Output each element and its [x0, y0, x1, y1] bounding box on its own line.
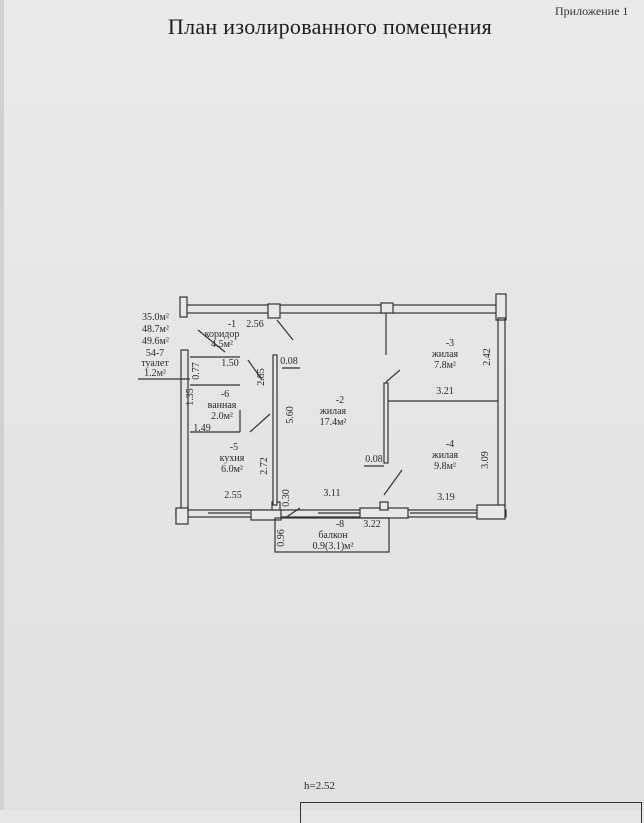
room-toilet-area: 1.2м²	[144, 368, 166, 379]
room-kitchen-number: -5	[229, 442, 239, 453]
dim-0-08-a: 0.08	[280, 356, 298, 367]
room-living-large-area: 17.4м²	[319, 417, 347, 428]
room-kitchen-area: 6.0м²	[221, 464, 243, 475]
wall-left	[180, 349, 189, 513]
dim-3-09: 3.09	[480, 451, 491, 469]
room-living-small-name: жилая	[431, 349, 459, 360]
total-area-3: 49.6м²	[142, 336, 169, 347]
dim-2-42: 2.42	[482, 348, 493, 366]
dim-2-56: 2.56	[246, 319, 264, 330]
dim-0-96: 0.96	[276, 529, 287, 547]
dim-3-22: 3.22	[363, 519, 381, 530]
dim-0-77: 0.77	[191, 362, 202, 380]
room-toilet-number: 54-7	[145, 348, 165, 359]
dim-1-49: 1.49	[193, 423, 211, 434]
wall-right	[497, 317, 506, 509]
dim-2-72: 2.72	[259, 457, 270, 475]
room-toilet-name: туалет	[141, 358, 169, 369]
room-corridor-name: коридор	[204, 329, 240, 340]
balcony-outline	[274, 517, 390, 553]
room-corridor-number: -1	[227, 319, 237, 330]
dim-3-11: 3.11	[323, 488, 341, 499]
wall-interior	[383, 382, 389, 464]
page-edge	[0, 0, 4, 810]
room-balcony-name: балкон	[318, 530, 348, 541]
appendix-label: Приложение 1	[555, 4, 629, 18]
total-area-2: 48.7м²	[142, 324, 169, 335]
room-living-small-number: -3	[445, 338, 455, 349]
wall-column	[380, 302, 394, 314]
dim-2-55: 2.55	[224, 490, 242, 501]
total-area-1: 35.0м²	[142, 312, 169, 323]
room-balcony-area: 0.9(3.1)м²	[312, 541, 354, 552]
room-living-mid-area: 9.8м²	[434, 461, 456, 472]
ceiling-height: h=2.52	[304, 780, 335, 792]
room-living-large-number: -2	[335, 395, 345, 406]
page-title: План изолированного помещения	[167, 14, 493, 39]
room-bathroom-number: -6	[220, 389, 230, 400]
dim-2-85: 2.85	[256, 368, 267, 386]
room-living-large-name: жилая	[319, 406, 347, 417]
room-living-small-area: 7.8м²	[434, 360, 456, 371]
dim-0-30: 0.30	[281, 489, 292, 507]
dim-5-60: 5.60	[285, 406, 296, 424]
wall-interior	[272, 354, 278, 506]
room-living-mid-number: -4	[445, 439, 455, 450]
wall-top	[180, 304, 502, 314]
wall-column	[267, 303, 281, 319]
room-bathroom-name: ванная	[207, 400, 237, 411]
room-corridor-area: 4.5м²	[211, 339, 233, 350]
wall-column	[495, 293, 507, 321]
dim-0-08-b: 0.08	[365, 454, 383, 465]
dim-1-35: 1.35	[185, 388, 196, 406]
dim-3-19: 3.19	[437, 492, 455, 503]
room-balcony-number: -8	[335, 519, 345, 530]
title-block-frame	[300, 802, 642, 823]
room-bathroom-area: 2.0м²	[211, 411, 233, 422]
dim-1-50: 1.50	[221, 358, 239, 369]
room-living-mid-name: жилая	[431, 450, 459, 461]
wall-column	[179, 296, 188, 318]
room-kitchen-name: кухня	[219, 453, 245, 464]
dim-3-21: 3.21	[436, 386, 454, 397]
